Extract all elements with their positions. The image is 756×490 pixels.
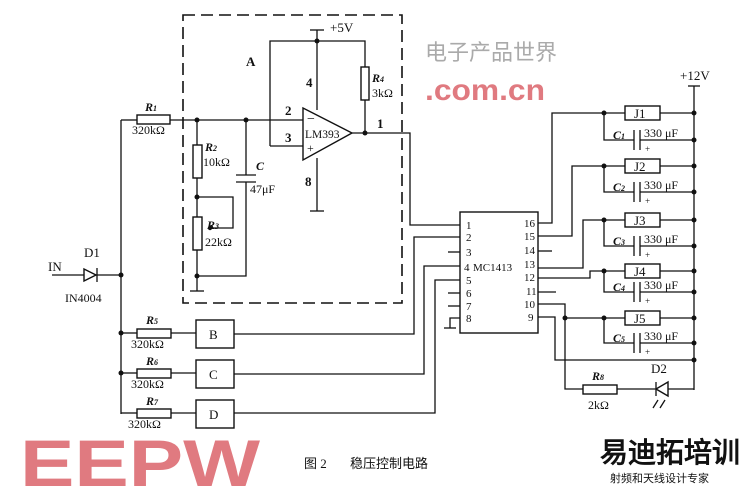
- comparator-section: +5V 4 R4 3kΩ − + LM393 8 2 3 1: [269, 20, 460, 226]
- led-d2: [654, 380, 669, 398]
- resistor-r8: [582, 384, 618, 395]
- logo-text: 易迪拓培训: [600, 436, 740, 469]
- block-c: [195, 359, 235, 389]
- cap-value: 330 μF: [644, 126, 678, 140]
- cap-polarity: +: [645, 347, 650, 357]
- ic-pin: 1: [466, 220, 472, 232]
- inverting-sign: −: [307, 112, 315, 127]
- cap-label: C5: [613, 331, 625, 345]
- resistor-r2: [192, 144, 203, 179]
- ic-pin: 7: [466, 301, 472, 313]
- potentiometer-r3: [192, 216, 203, 251]
- r4-label: R4: [371, 71, 384, 85]
- ic-pin: 10: [524, 299, 536, 311]
- r8-label: R8: [591, 369, 604, 383]
- r7-value: 320kΩ: [128, 417, 161, 431]
- ic-pin: 14: [524, 245, 536, 257]
- block-a-label: A: [246, 54, 256, 69]
- cap-value: 330 μF: [644, 278, 678, 292]
- cap-label: C3: [613, 234, 625, 248]
- d1-part: IN4004: [65, 291, 102, 305]
- input-network: R1 320kΩ R2 10kΩ R3 22kΩ C 47μF: [121, 100, 303, 292]
- ic-pin: 15: [524, 231, 536, 243]
- input-label: IN: [48, 259, 62, 274]
- block-b-label: B: [209, 327, 218, 342]
- ic-mc1413: 1 2 3 4 5 6 7 8 MC1413 16 15 14 13 12 11…: [444, 211, 556, 334]
- relay-label: J5: [634, 311, 646, 326]
- resistor-r4: [360, 66, 370, 101]
- ic-pin: 13: [524, 259, 536, 271]
- ic-pin: 2: [466, 232, 472, 244]
- watermark-domain: .com.cn: [425, 74, 545, 107]
- pin-8-label: 8: [305, 174, 312, 189]
- figure-number: 图 2: [304, 456, 327, 471]
- comparator-label: LM393: [305, 129, 340, 141]
- d1-label: D1: [84, 245, 100, 260]
- ic-part-label: MC1413: [473, 262, 513, 274]
- relay-label: J3: [634, 213, 646, 228]
- cap-label: C4: [613, 280, 625, 294]
- r6-label: R6: [145, 354, 158, 368]
- cap-value: 330 μF: [644, 329, 678, 343]
- threshold-blocks: R5 320kΩ B R6 320kΩ C R7 320kΩ D: [118, 236, 460, 431]
- block-d-label: D: [209, 407, 218, 422]
- cap-value: 330 μF: [644, 178, 678, 192]
- pin-3-label: 3: [285, 130, 292, 145]
- supply-5v-label: +5V: [330, 20, 354, 35]
- block-a-boundary: [182, 14, 403, 304]
- r2-value: 10kΩ: [203, 155, 230, 169]
- r8-value: 2kΩ: [588, 398, 609, 412]
- r4-value: 3kΩ: [372, 86, 393, 100]
- noninverting-sign: +: [307, 141, 314, 155]
- pin-4-label: 4: [306, 75, 313, 90]
- r5-label: R5: [145, 313, 158, 327]
- logo-subtitle: 射频和天线设计专家: [610, 471, 709, 485]
- supply-12v-label: +12V: [680, 68, 710, 83]
- cap-label: C1: [613, 128, 625, 142]
- comparator-lm393: [302, 106, 354, 162]
- block-d: [195, 399, 235, 429]
- yidituo-logo: 易迪拓培训 射频和天线设计专家: [600, 436, 740, 485]
- r5-value: 320kΩ: [131, 337, 164, 351]
- cap-polarity: +: [645, 250, 650, 260]
- watermark-eepw: EEPW: [20, 426, 261, 490]
- ic-pin: 16: [524, 218, 536, 230]
- cap-polarity: +: [645, 296, 650, 306]
- relay-label: J2: [634, 159, 646, 174]
- ic-pin: 9: [528, 312, 534, 324]
- ic-pin: 3: [466, 247, 472, 259]
- ic-pin: 5: [466, 275, 472, 287]
- capacitor-c-value: 47μF: [250, 182, 275, 196]
- block-c-label: C: [209, 367, 218, 382]
- ic-pin: 11: [526, 286, 537, 298]
- cap-label: C2: [613, 180, 625, 194]
- relay-label: J4: [634, 264, 646, 279]
- pin-2-label: 2: [285, 103, 292, 118]
- ic-pin: 8: [466, 313, 472, 325]
- r6-value: 320kΩ: [131, 377, 164, 391]
- cap-value: 330 μF: [644, 232, 678, 246]
- relay-label: J1: [634, 106, 646, 121]
- ic-pin: 12: [524, 272, 535, 284]
- r1-value: 320kΩ: [132, 123, 165, 137]
- d2-label: D2: [651, 361, 667, 376]
- figure-title: 稳压控制电路: [350, 456, 428, 471]
- r7-label: R7: [145, 394, 159, 408]
- cap-polarity: +: [645, 144, 650, 154]
- r3-label: R3: [206, 218, 219, 232]
- eepw-watermark: EEPW 电子产品世界 .com.cn: [20, 41, 557, 490]
- capacitor-c-label: C: [256, 159, 265, 173]
- r1-label: R1: [144, 100, 157, 114]
- diode-d1: IN D1 IN4004: [48, 120, 124, 414]
- watermark-cn: 电子产品世界: [425, 41, 557, 66]
- r2-label: R2: [204, 140, 217, 154]
- r3-value: 22kΩ: [205, 235, 232, 249]
- ic-pin: 4: [464, 262, 470, 274]
- pin-1-label: 1: [377, 116, 384, 131]
- ic-pin: 6: [466, 288, 472, 300]
- cap-polarity: +: [645, 196, 650, 206]
